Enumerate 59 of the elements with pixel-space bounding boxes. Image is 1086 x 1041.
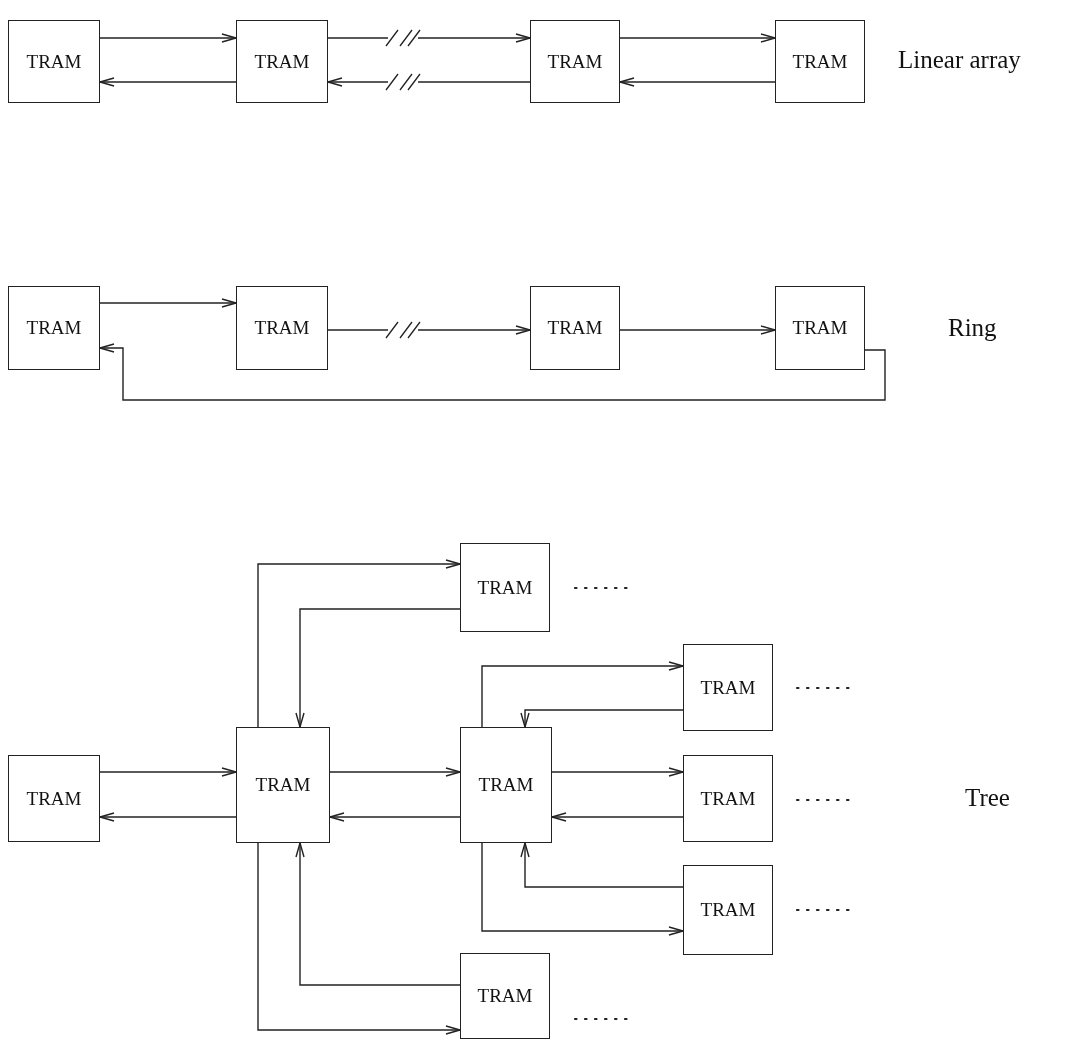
module-box xyxy=(8,286,100,370)
module-label: TRAM xyxy=(792,317,848,339)
module-box xyxy=(530,20,620,103)
module-label: TRAM xyxy=(255,774,311,796)
module-box xyxy=(775,286,865,370)
arrow xyxy=(619,33,776,43)
module-label: TRAM xyxy=(26,787,82,810)
arrow xyxy=(619,325,776,335)
module-box xyxy=(683,865,773,955)
module-box xyxy=(530,286,620,370)
module-box xyxy=(683,755,773,842)
arrow xyxy=(295,842,461,986)
module-label: TRAM xyxy=(254,317,310,339)
arrow xyxy=(295,608,461,728)
arrow xyxy=(327,325,531,335)
module-label: TRAM xyxy=(792,50,848,73)
arrow xyxy=(481,842,684,936)
topology-label: Ring xyxy=(948,314,997,342)
module-box xyxy=(236,727,330,843)
arrow xyxy=(257,842,461,1035)
module-label: TRAM xyxy=(254,50,310,73)
arrow xyxy=(99,343,886,401)
arrow xyxy=(99,298,237,308)
arrow xyxy=(551,767,684,777)
module-label: TRAM xyxy=(26,317,82,339)
module-label: TRAM xyxy=(700,899,756,921)
module-box xyxy=(8,20,100,103)
topology-label: Linear array xyxy=(898,46,1021,74)
arrow xyxy=(99,767,237,777)
topology-label: Tree xyxy=(965,784,1010,812)
arrow xyxy=(99,77,237,87)
module-box xyxy=(460,543,550,632)
module-label: TRAM xyxy=(700,676,756,699)
arrow xyxy=(520,842,684,888)
arrow xyxy=(99,33,237,43)
module-box xyxy=(683,644,773,731)
arrow xyxy=(329,767,461,777)
module-label: TRAM xyxy=(26,50,82,73)
module-box xyxy=(460,953,550,1039)
arrow xyxy=(327,33,531,43)
module-box xyxy=(236,20,328,103)
arrow xyxy=(329,812,461,822)
module-box xyxy=(236,286,328,370)
arrow xyxy=(619,77,776,87)
module-label: TRAM xyxy=(700,787,756,810)
module-label: TRAM xyxy=(547,317,603,339)
arrow xyxy=(327,77,531,87)
module-label: TRAM xyxy=(478,774,534,796)
arrow xyxy=(481,661,684,728)
module-box xyxy=(775,20,865,103)
arrow xyxy=(520,709,684,728)
arrow xyxy=(99,812,237,822)
module-label: TRAM xyxy=(477,985,533,1007)
arrow xyxy=(551,812,684,822)
arrow xyxy=(257,559,461,728)
module-label: TRAM xyxy=(477,576,533,599)
module-label: TRAM xyxy=(547,50,603,73)
module-box xyxy=(8,755,100,842)
module-box xyxy=(460,727,552,843)
